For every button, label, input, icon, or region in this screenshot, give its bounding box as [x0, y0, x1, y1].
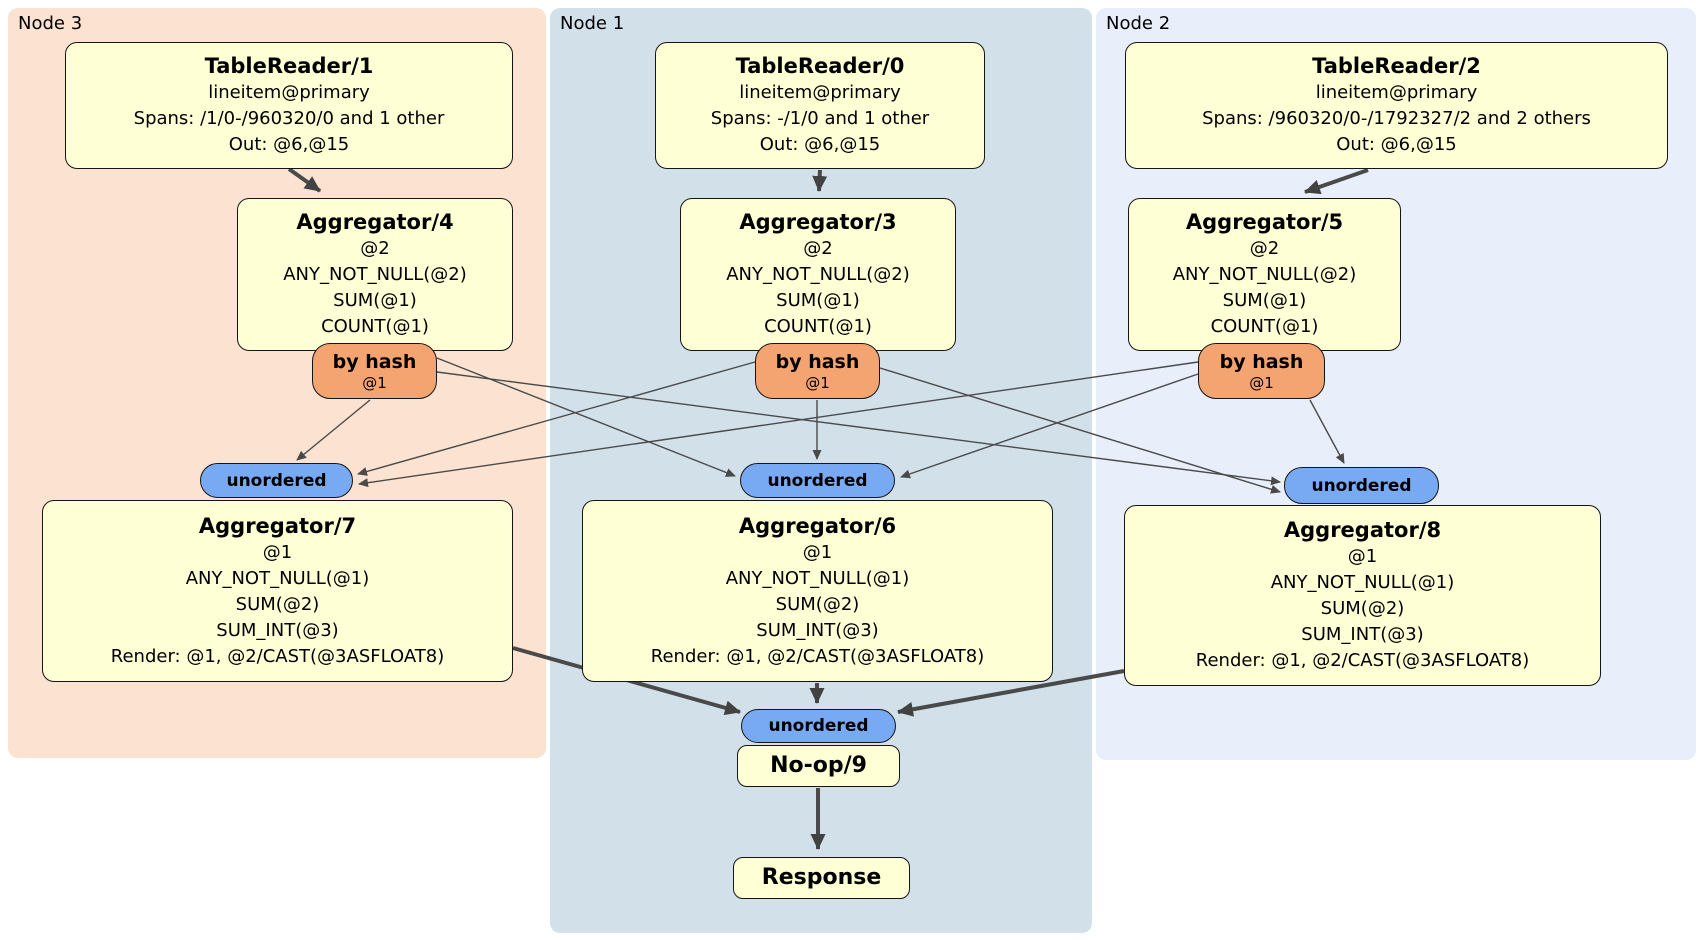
edge-tr0-agg3	[812, 169, 828, 192]
processor-aggregator-4: Aggregator/4 @2 ANY_NOT_NULL(@2) SUM(@1)…	[237, 198, 513, 351]
box-title: Aggregator/3	[739, 210, 897, 234]
router-title: by hash	[332, 350, 417, 373]
router-by-hash-5: by hash @1	[1198, 343, 1325, 399]
box-title: Aggregator/4	[296, 210, 454, 234]
box-line: SUM_INT(@3)	[1301, 624, 1424, 645]
box-line: @1	[262, 541, 293, 563]
router-by-hash-3: by hash @1	[755, 343, 880, 399]
box-title: Aggregator/7	[198, 513, 357, 538]
edge-bh4-un3	[296, 399, 371, 461]
box-line: ANY_NOT_NULL(@1)	[185, 567, 370, 589]
sync-label: unordered	[767, 470, 868, 491]
edge-bh4-un2	[436, 371, 1281, 486]
edge-tr1-agg4	[287, 167, 322, 193]
box-line: @2	[360, 238, 390, 259]
box-line: SUM(@1)	[333, 290, 417, 311]
box-line: Out: @6,@15	[1336, 134, 1457, 155]
edge-bh3-un3	[357, 361, 756, 476]
box-title: TableReader/0	[735, 54, 905, 78]
edge-bh5-un1	[900, 373, 1199, 479]
box-title: No-op/9	[770, 753, 867, 778]
box-line: @1	[802, 541, 833, 563]
box-line: SUM(@2)	[1320, 598, 1405, 619]
processor-noop-9: No-op/9	[737, 745, 900, 787]
processor-aggregator-7: Aggregator/7 @1 ANY_NOT_NULL(@1) SUM(@2)…	[42, 500, 513, 682]
processor-tablereader-2: TableReader/2 lineitem@primary Spans: /9…	[1125, 42, 1668, 169]
sync-unordered-node2: unordered	[1284, 467, 1439, 504]
router-arg: @1	[362, 373, 387, 392]
box-title: Aggregator/8	[1283, 518, 1442, 542]
box-line: lineitem@primary	[739, 82, 901, 103]
box-line: Render: @1, @2/CAST(@3ASFLOAT8)	[1195, 650, 1530, 671]
box-line: ANY_NOT_NULL(@2)	[283, 264, 467, 285]
sync-unordered-node3: unordered	[200, 463, 353, 498]
edge-bh5-un2	[1309, 399, 1345, 464]
box-title: TableReader/2	[1312, 54, 1481, 78]
box-line: ANY_NOT_NULL(@1)	[725, 567, 910, 589]
edge-bh4-un1	[436, 357, 736, 477]
box-line: Spans: /960320/0-/1792327/2 and 2 others	[1202, 108, 1591, 129]
node-label: Node 2	[1106, 13, 1171, 34]
box-line: SUM(@1)	[776, 290, 860, 311]
sync-label: unordered	[1311, 475, 1412, 496]
box-line: Render: @1, @2/CAST(@3ASFLOAT8)	[110, 645, 445, 667]
response-box: Response	[733, 857, 910, 899]
processor-aggregator-3: Aggregator/3 @2 ANY_NOT_NULL(@2) SUM(@1)…	[680, 198, 956, 351]
edge-bh3-un2	[879, 367, 1281, 494]
box-line: Spans: -/1/0 and 1 other	[710, 108, 930, 129]
router-title: by hash	[1219, 350, 1304, 373]
box-line: COUNT(@1)	[321, 316, 429, 337]
processor-tablereader-1: TableReader/1 lineitem@primary Spans: /1…	[65, 42, 513, 169]
box-line: SUM(@2)	[235, 593, 320, 615]
node-label: Node 1	[560, 13, 625, 34]
box-line: COUNT(@1)	[764, 316, 872, 337]
box-line: COUNT(@1)	[1210, 316, 1319, 337]
processor-tablereader-0: TableReader/0 lineitem@primary Spans: -/…	[655, 42, 985, 169]
edge-bh5-un3	[358, 361, 1199, 488]
sync-label: unordered	[226, 470, 327, 491]
box-line: ANY_NOT_NULL(@2)	[726, 264, 910, 285]
box-line: Out: @6,@15	[759, 134, 881, 155]
box-title: Aggregator/6	[738, 513, 897, 538]
router-title: by hash	[775, 350, 860, 373]
box-title: Aggregator/5	[1185, 210, 1344, 234]
router-by-hash-4: by hash @1	[312, 343, 437, 399]
processor-aggregator-6: Aggregator/6 @1 ANY_NOT_NULL(@1) SUM(@2)…	[582, 500, 1053, 682]
box-line: @1	[1347, 546, 1378, 567]
box-line: SUM_INT(@3)	[756, 619, 879, 641]
router-arg: @1	[1249, 373, 1274, 392]
edge-tr2-agg5	[1304, 168, 1369, 195]
sync-label: unordered	[768, 716, 869, 736]
node-label: Node 3	[18, 13, 83, 34]
processor-aggregator-5: Aggregator/5 @2 ANY_NOT_NULL(@2) SUM(@1)…	[1128, 198, 1401, 351]
box-line: @2	[1249, 238, 1280, 259]
router-arg: @1	[805, 373, 830, 392]
box-title: Response	[761, 865, 882, 890]
box-line: Render: @1, @2/CAST(@3ASFLOAT8)	[650, 645, 985, 667]
box-line: lineitem@primary	[208, 82, 370, 103]
box-line: SUM_INT(@3)	[216, 619, 339, 641]
sync-unordered-final: unordered	[741, 709, 896, 743]
box-line: SUM(@2)	[775, 593, 860, 615]
box-line: @2	[803, 238, 833, 259]
box-line: Spans: /1/0-/960320/0 and 1 other	[133, 108, 445, 129]
box-line: lineitem@primary	[1315, 82, 1478, 103]
sync-unordered-node1: unordered	[740, 463, 895, 498]
box-line: ANY_NOT_NULL(@1)	[1270, 572, 1455, 593]
edge-agg8-final	[897, 669, 1125, 717]
box-line: ANY_NOT_NULL(@2)	[1172, 264, 1357, 285]
processor-aggregator-8: Aggregator/8 @1 ANY_NOT_NULL(@1) SUM(@2)…	[1124, 505, 1601, 686]
box-title: TableReader/1	[204, 54, 374, 78]
box-line: Out: @6,@15	[228, 134, 350, 155]
box-line: SUM(@1)	[1222, 290, 1307, 311]
